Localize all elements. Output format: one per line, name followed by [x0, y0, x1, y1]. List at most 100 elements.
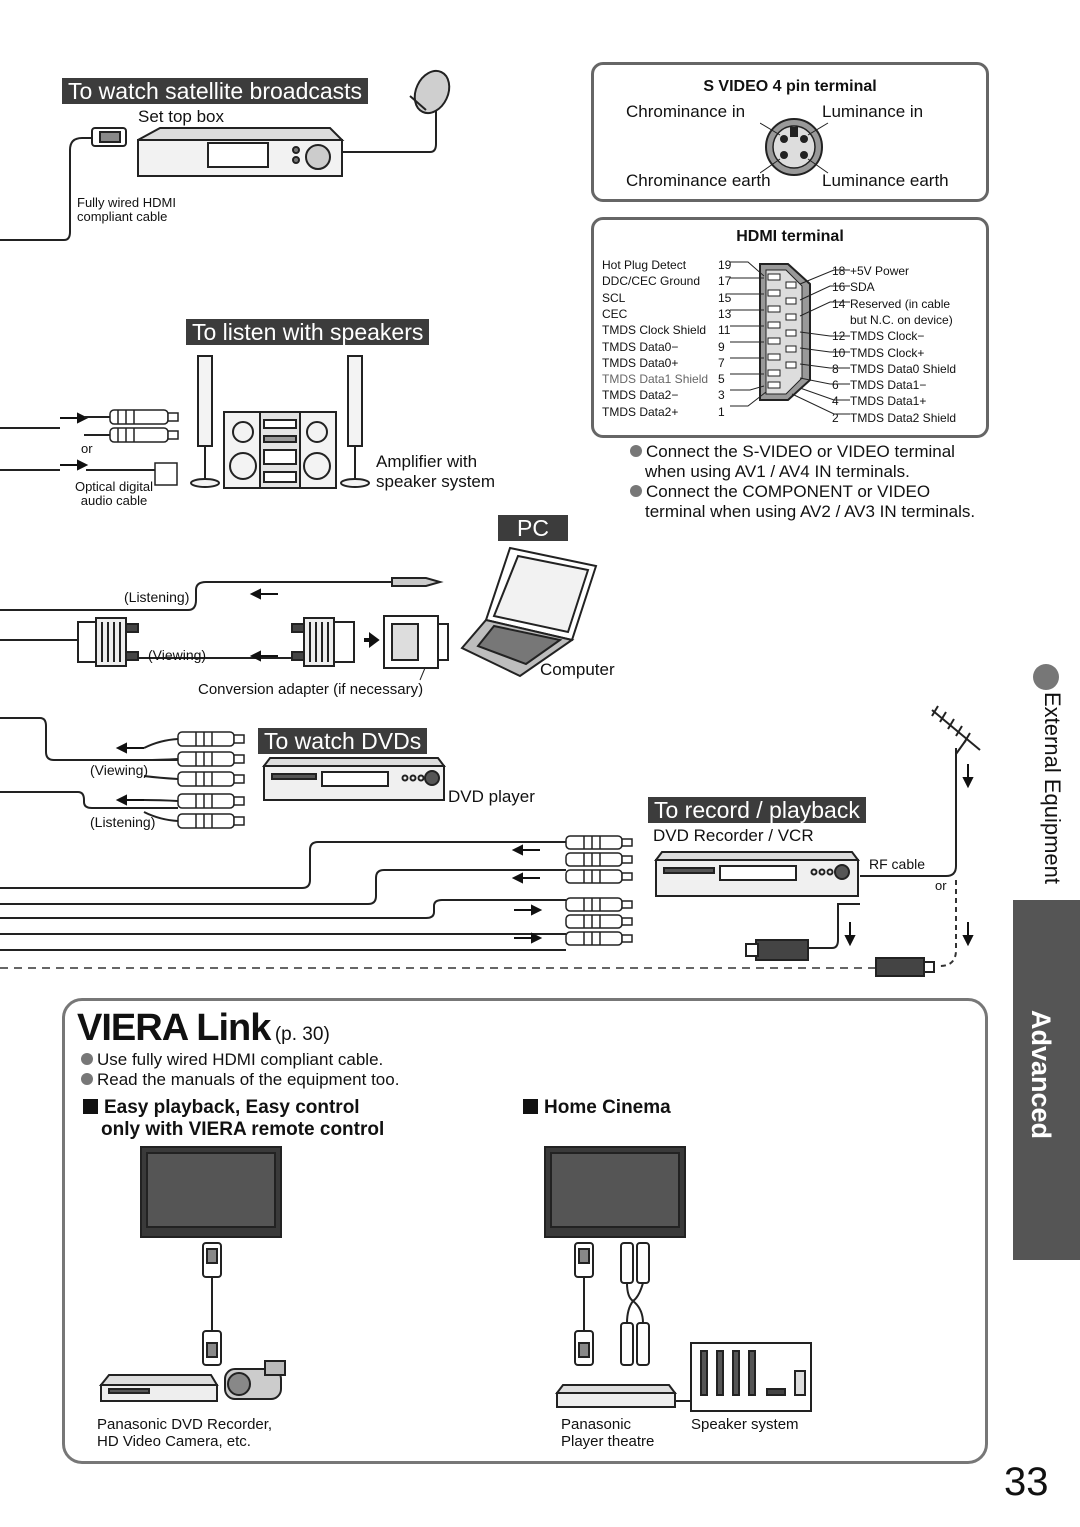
hdmi-right-pin: 8 TMDS Data0 Shield: [832, 362, 956, 376]
hdmi-left-pin: TMDS Data2− 3: [602, 388, 725, 402]
hdmi-right-pin: 14 Reserved (in cable: [832, 297, 950, 311]
speakers-title: To listen with speakers: [186, 319, 430, 345]
viera-bullet: Read the manuals of the equipment too.: [81, 1070, 399, 1090]
svideo-chrominance-earth: Chrominance earth: [626, 171, 771, 190]
external-equipment-label: External Equipment: [1040, 692, 1065, 884]
hdmi-pin-number: 9: [718, 339, 725, 354]
theatre-device-label: Panasonic Player theatre: [561, 1416, 654, 1450]
svideo-luminance-in: Luminance in: [822, 102, 924, 121]
viera-bullet: Use fully wired HDMI compliant cable.: [81, 1050, 383, 1070]
computer-label: Computer: [540, 660, 615, 679]
hdmi-pin-number: 13: [718, 306, 732, 321]
hdmi-pin-number: 11: [718, 323, 731, 338]
viera-link-box: VIERA Link (p. 30) Use fully wired HDMI …: [62, 998, 988, 1464]
pc-viewing-label: (Viewing): [148, 647, 207, 663]
hdmi-pin-number: 19: [718, 258, 732, 272]
hdmi-right-pin: 2 TMDS Data2 Shield: [832, 411, 956, 425]
hdmi-pin-number: 14: [832, 296, 846, 311]
hdmi-pin-number: 6: [832, 378, 839, 393]
dvd-viewing-label: (Viewing): [90, 762, 149, 778]
viera-title: VIERA Link: [77, 1007, 271, 1049]
hdmi-pin-name: TMDS Data0−: [602, 339, 679, 354]
pc-title: PC: [498, 515, 568, 541]
note-item: Connect the COMPONENT or VIDEO terminal …: [630, 482, 990, 522]
rf-or-label: or: [935, 878, 947, 893]
hdmi-pin-name: TMDS Clock+: [850, 345, 925, 360]
easy-playback-title: Easy playback, Easy control: [83, 1097, 360, 1119]
hdmi-pin-name: TMDS Data2+: [602, 404, 679, 419]
hdmi-pin-name: TMDS Clock−: [850, 329, 925, 344]
hdmi-pin-number: 2: [832, 410, 839, 425]
theatre-label-line: Player theatre: [561, 1433, 655, 1450]
hdmi-pin-name: TMDS Data0+: [602, 355, 679, 370]
hdmi-pin-name: TMDS Data2−: [602, 388, 679, 403]
note-item: Connect the S-VIDEO or VIDEO terminal wh…: [630, 442, 990, 482]
hdmi-pin-name: but N.C. on device): [850, 312, 953, 327]
viera-page-ref[interactable]: (p. 30): [274, 1024, 330, 1045]
speaker-system-label: Speaker system: [691, 1416, 799, 1433]
hdmi-pin-number: 17: [718, 274, 732, 289]
hdmi-left-pin: DDC/CEC Ground 17: [602, 274, 731, 288]
advanced-label: Advanced: [1026, 1010, 1056, 1140]
hdmi-pin-name: TMDS Data0 Shield: [850, 361, 957, 376]
advanced-tab[interactable]: Advanced: [1013, 900, 1080, 1260]
hdmi-pin-number: 18: [832, 264, 846, 278]
or-label: or: [81, 441, 93, 456]
hdmi-connector-icon: [730, 261, 850, 415]
amplifier-label: Amplifier with speaker system: [376, 452, 496, 491]
hdmi-pin-name: Hot Plug Detect: [602, 258, 687, 272]
svideo-connector-icon: [760, 118, 829, 176]
hdmi-left-pin: TMDS Data0+ 7: [602, 356, 725, 370]
rf-cable-label: RF cable: [869, 856, 926, 872]
hdmi-right-pin: 18 +5V Power: [832, 264, 909, 278]
recorder-label: DVD Recorder / VCR: [653, 826, 814, 845]
hdmi-pin-name: SDA: [850, 280, 875, 295]
hdmi-pin-number: 5: [718, 372, 725, 387]
optical-cable-label: Optical digital audio cable: [74, 479, 154, 508]
pc-listening-label: (Listening): [124, 589, 190, 605]
hdmi-pin-number: 4: [832, 394, 839, 409]
hdmi-pin-number: 16: [832, 280, 846, 295]
hdmi-pin-name: TMDS Data1+: [850, 394, 927, 409]
hdmi-pin-number: 7: [718, 355, 725, 370]
hdmi-pin-name: Reserved (in cable: [850, 296, 951, 311]
recorder-label-line: Panasonic DVD Recorder,: [97, 1416, 273, 1433]
svideo-title: S VIDEO 4 pin terminal: [703, 78, 877, 95]
dvd-player-label: DVD player: [448, 787, 535, 806]
hdmi-pin-number: 8: [832, 361, 839, 376]
dvd-listening-label: (Listening): [90, 814, 156, 830]
recorder-device-label: Panasonic DVD Recorder, HD Video Camera,…: [97, 1416, 272, 1450]
hdmi-title: HDMI terminal: [736, 228, 844, 245]
hdmi-pin-name: DDC/CEC Ground: [602, 274, 701, 289]
hdmi-pin-name: TMDS Data1 Shield: [602, 372, 709, 387]
hdmi-pin-name: +5V Power: [850, 264, 910, 278]
section-dot-icon: [1033, 664, 1059, 690]
dvd-title: To watch DVDs: [258, 728, 428, 754]
hdmi-pin-number: 3: [718, 388, 725, 403]
hdmi-left-pin: TMDS Data0− 9: [602, 340, 725, 354]
viera-diagram: [98, 1146, 812, 1412]
hdmi-left-pin: Hot Plug Detect 19: [602, 258, 731, 272]
viera-title-row: VIERA Link (p. 30): [77, 1007, 330, 1050]
hdmi-right-pin: 16 SDA: [832, 280, 875, 294]
hdmi-cable-label: Fully wired HDMI compliant cable: [77, 195, 176, 224]
svideo-chrominance-in: Chrominance in: [626, 102, 746, 121]
hdmi-pin-number: 1: [718, 404, 725, 419]
svideo-luminance-earth: Luminance earth: [822, 171, 949, 190]
connection-notes: Connect the S-VIDEO or VIDEO terminal wh…: [630, 442, 990, 522]
hdmi-pin-name: SCL: [602, 290, 626, 305]
satellite-title: To watch satellite broadcasts: [62, 78, 369, 104]
recorder-label-line: HD Video Camera, etc.: [97, 1433, 251, 1450]
hdmi-right-pin: but N.C. on device): [832, 313, 953, 327]
theatre-label-line: Panasonic: [561, 1416, 632, 1433]
hdmi-pin-name: TMDS Data2 Shield: [850, 410, 957, 425]
set-top-box-label: Set top box: [138, 107, 225, 126]
page-number: 33: [1004, 1460, 1049, 1504]
hdmi-left-pin: TMDS Data2+ 1: [602, 405, 725, 419]
conversion-adapter-label: Conversion adapter (if necessary): [198, 681, 424, 698]
